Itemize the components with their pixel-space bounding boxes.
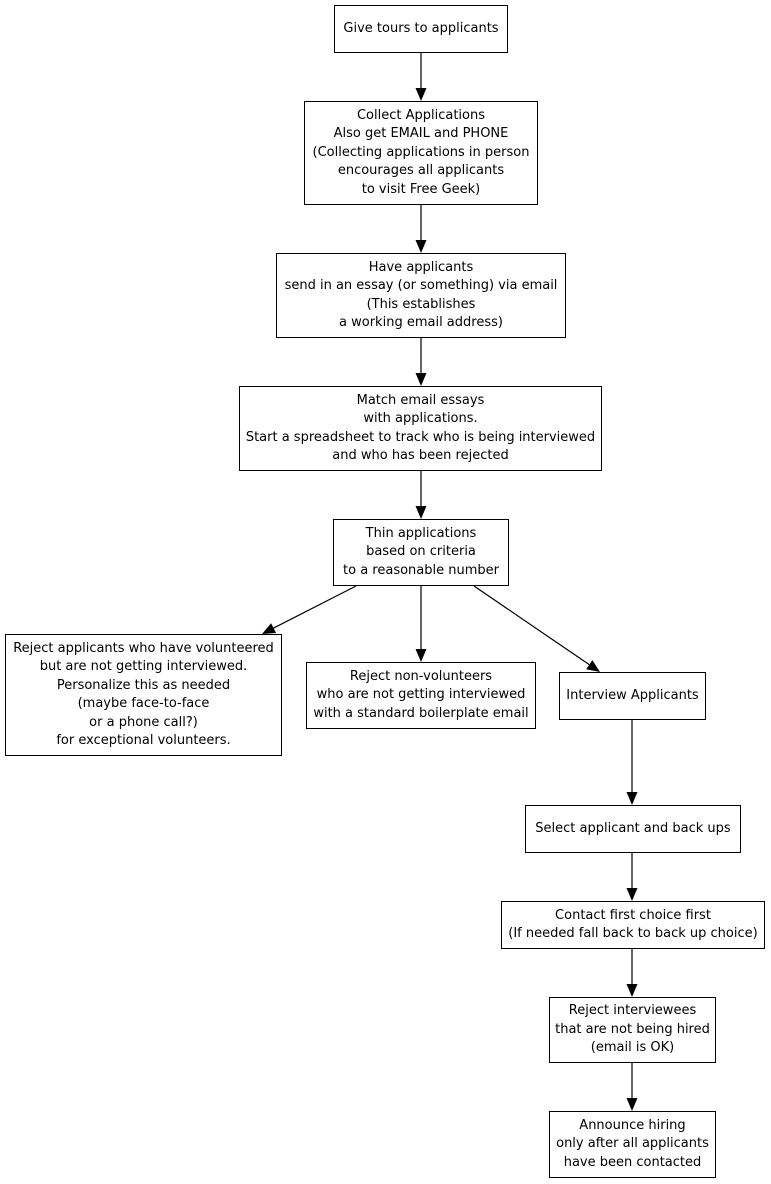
arrowhead-icon bbox=[586, 660, 600, 672]
node-text-line: with a standard boilerplate email bbox=[313, 705, 529, 721]
node-text-line: based on criteria bbox=[366, 544, 476, 560]
arrowhead-icon bbox=[262, 623, 277, 634]
node-text-line: have been contacted bbox=[563, 1154, 702, 1170]
node-give-tours: Give tours to applicants bbox=[334, 5, 508, 53]
edge-reject_interviewees-to-announce_hiring bbox=[626, 1063, 638, 1111]
node-reject-interviewees: Reject interviewees that are not being hi… bbox=[549, 997, 716, 1063]
arrowhead-icon bbox=[626, 1098, 638, 1111]
node-reject-nonvolunteers: Reject non-volunteers who are not getting… bbox=[306, 662, 536, 729]
node-text-line: Match email essays bbox=[356, 392, 485, 408]
node-text-line: encourages all applicants bbox=[337, 163, 505, 179]
arrowhead-icon bbox=[626, 792, 638, 805]
arrowhead-icon bbox=[626, 984, 638, 997]
node-text-line: Contact first choice first bbox=[555, 907, 711, 923]
node-text-line: (This establishes bbox=[366, 296, 476, 312]
node-match-essays: Match email essays with applications. Star… bbox=[239, 386, 602, 471]
arrowhead-icon bbox=[626, 888, 638, 901]
node-text-line: to visit Free Geek) bbox=[361, 181, 481, 197]
node-text-line: or a phone call?) bbox=[89, 714, 198, 730]
node-text-line: Select applicant and back ups bbox=[535, 820, 731, 836]
edge-give_tours-to-collect_applications bbox=[415, 53, 427, 101]
node-text-line: but are not getting interviewed. bbox=[39, 659, 248, 674]
node-text-line: (maybe face-to-face bbox=[77, 696, 210, 711]
node-text-line: send in an essay (or something) via emai… bbox=[284, 278, 558, 293]
node-text-line: Reject interviewees bbox=[568, 1003, 697, 1019]
edge-match_essays-to-thin_applications bbox=[415, 471, 427, 519]
node-text-line: (If needed fall back to back up choice) bbox=[508, 926, 758, 941]
edge-thin_applications-to-interview bbox=[473, 585, 600, 672]
node-text-line: Have applicants bbox=[368, 259, 474, 275]
node-text-line: who are not getting interviewed bbox=[316, 687, 526, 703]
node-text-line: that are not being hired bbox=[555, 1021, 710, 1037]
edge-contact_first-to-reject_interviewees bbox=[626, 949, 638, 997]
node-text-line: Collect Applications bbox=[356, 107, 486, 123]
node-text-line: Also get EMAIL and PHONE bbox=[333, 126, 509, 142]
node-announce-hiring: Announce hiring only after all applicants… bbox=[549, 1111, 716, 1178]
node-interview-applicants: Interview Applicants bbox=[559, 672, 706, 720]
edge-select_applicant-to-contact_first bbox=[626, 853, 638, 901]
edge-line bbox=[473, 585, 590, 666]
node-select-applicant: Select applicant and back ups bbox=[525, 805, 741, 853]
node-text-line: with applications. bbox=[363, 411, 478, 426]
node-text-line: (email is OK) bbox=[590, 1040, 675, 1056]
node-text-line: (Collecting applications in person bbox=[312, 144, 530, 160]
node-text-line: Give tours to applicants bbox=[343, 20, 499, 36]
arrowhead-icon bbox=[415, 649, 427, 662]
node-text-line: to a reasonable number bbox=[343, 562, 499, 578]
arrowhead-icon bbox=[415, 373, 427, 386]
edge-thin_applications-to-reject_volunteers bbox=[262, 585, 357, 634]
node-text-line: Start a spreadsheet to track who is bein… bbox=[245, 429, 596, 445]
node-text-line: for exceptional volunteers. bbox=[56, 733, 231, 748]
edge-thin_applications-to-reject_nonvolunteers bbox=[415, 586, 427, 662]
node-text-line: Reject non-volunteers bbox=[349, 668, 493, 684]
edge-line bbox=[273, 585, 357, 629]
node-contact-first-choice: Contact first choice first (If needed fal… bbox=[501, 901, 765, 949]
node-text-line: Interview Applicants bbox=[566, 687, 699, 703]
edge-collect_applications-to-email_essay bbox=[415, 205, 427, 253]
node-text-line: a working email address) bbox=[339, 315, 503, 330]
arrowhead-icon bbox=[415, 88, 427, 101]
arrowhead-icon bbox=[415, 506, 427, 519]
node-email-essay: Have applicants send in an essay (or some… bbox=[276, 253, 566, 338]
node-text-line: only after all applicants bbox=[556, 1136, 709, 1152]
arrowhead-icon bbox=[415, 240, 427, 253]
node-reject-volunteers: Reject applicants who have volunteered bu… bbox=[5, 634, 282, 756]
node-text-line: Thin applications bbox=[365, 525, 477, 541]
edge-interview-to-select_applicant bbox=[626, 720, 638, 805]
node-thin-applications: Thin applications based on criteria to a r… bbox=[333, 519, 509, 586]
node-text-line: and who has been rejected bbox=[332, 448, 509, 463]
node-text-line: Personalize this as needed bbox=[56, 677, 231, 693]
node-text-line: Reject applicants who have volunteered bbox=[13, 640, 274, 656]
node-text-line: Announce hiring bbox=[579, 1117, 686, 1133]
edge-email_essay-to-match_essays bbox=[415, 338, 427, 386]
